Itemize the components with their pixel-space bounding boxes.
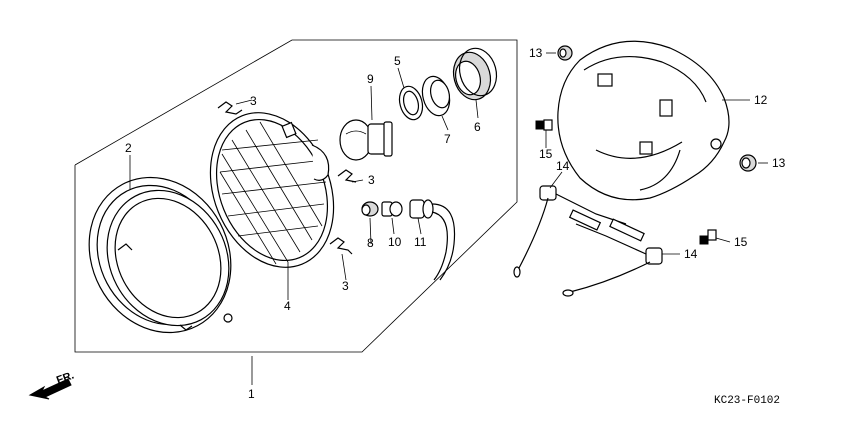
part-spring-middle[interactable] bbox=[337, 169, 357, 183]
callout-2: 2 bbox=[125, 141, 132, 155]
part-wire-lower[interactable] bbox=[562, 218, 663, 297]
callout-6: 6 bbox=[474, 120, 481, 134]
callout-5: 5 bbox=[394, 54, 401, 68]
part-rim[interactable] bbox=[62, 152, 257, 357]
callout-14-upper: 14 bbox=[556, 159, 570, 173]
part-position-socket[interactable] bbox=[409, 199, 456, 281]
part-bulb[interactable] bbox=[339, 119, 393, 161]
callout-3-middle: 3 bbox=[368, 173, 375, 187]
callout-8: 8 bbox=[367, 236, 374, 250]
part-wire-upper[interactable] bbox=[513, 185, 627, 278]
callout-3-upper: 3 bbox=[250, 94, 257, 108]
callout-labels: 2 3 3 3 4 5 6 7 9 8 10 11 12 13 13 14 14… bbox=[125, 46, 786, 401]
part-bolt-lower[interactable] bbox=[699, 229, 717, 245]
part-headlight-case[interactable] bbox=[557, 40, 730, 201]
drawing-code: KC23-F0102 bbox=[714, 395, 780, 407]
part-spring-lower[interactable] bbox=[329, 237, 353, 255]
callout-7: 7 bbox=[444, 132, 451, 146]
arrow-icon bbox=[28, 378, 72, 400]
front-direction-marker: FR. bbox=[28, 369, 76, 400]
part-grommet-side[interactable] bbox=[739, 154, 757, 172]
callout-1: 1 bbox=[248, 387, 255, 401]
callout-11: 11 bbox=[414, 235, 427, 249]
callout-3-lower: 3 bbox=[342, 279, 349, 293]
callout-13-upper: 13 bbox=[529, 46, 543, 60]
callout-4: 4 bbox=[284, 299, 291, 313]
part-retaining-ring[interactable] bbox=[448, 44, 501, 104]
callout-15-upper: 15 bbox=[539, 147, 553, 161]
part-spring-upper[interactable] bbox=[217, 101, 243, 115]
callout-14-lower: 14 bbox=[684, 247, 698, 261]
callout-13-side: 13 bbox=[772, 156, 786, 170]
assembly-boundary bbox=[74, 39, 518, 353]
part-position-bulb[interactable] bbox=[381, 201, 403, 217]
leader-lines bbox=[129, 52, 768, 385]
callout-9: 9 bbox=[367, 72, 374, 86]
part-grommet-upper[interactable] bbox=[557, 45, 573, 61]
part-seal[interactable] bbox=[396, 84, 426, 123]
part-socket-cover[interactable] bbox=[418, 73, 453, 118]
part-headlight-unit[interactable] bbox=[188, 94, 355, 286]
callout-15-lower: 15 bbox=[734, 235, 748, 249]
callout-10: 10 bbox=[388, 235, 402, 249]
part-grommet[interactable] bbox=[361, 201, 379, 217]
part-bolt-upper[interactable] bbox=[535, 119, 553, 131]
front-label: FR. bbox=[55, 369, 76, 386]
callout-12: 12 bbox=[754, 93, 768, 107]
